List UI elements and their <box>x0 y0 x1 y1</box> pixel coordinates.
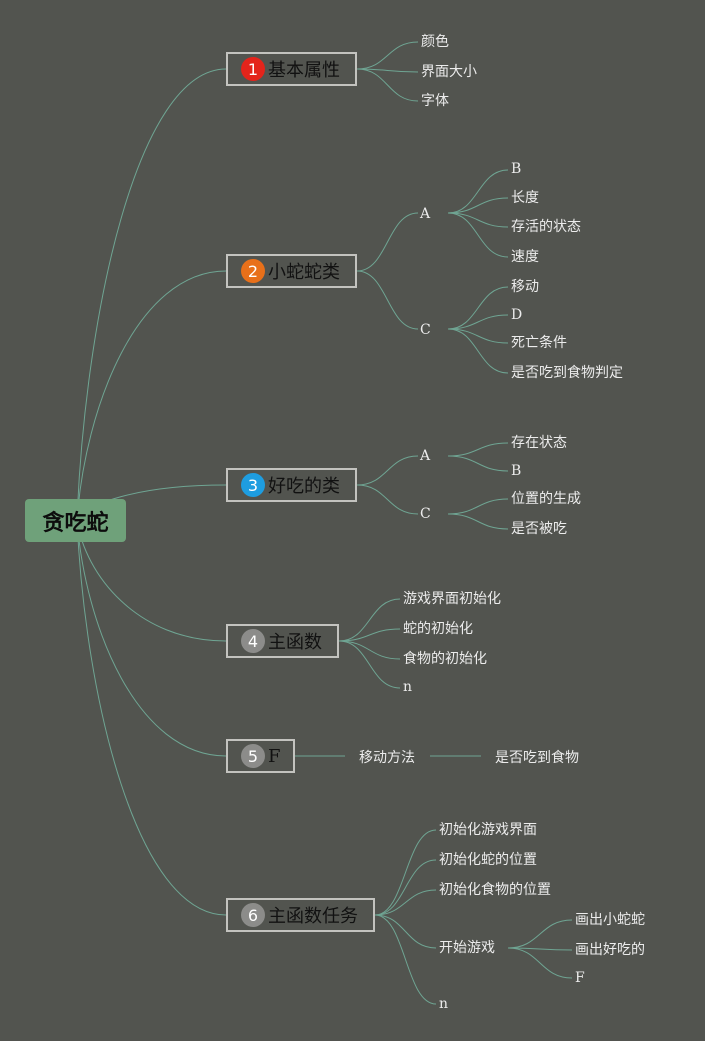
leaf-alive-state[interactable]: 存活的状态 <box>511 219 581 235</box>
leaf-init-snake[interactable]: 蛇的初始化 <box>403 621 473 637</box>
branch-node-food-class[interactable]: 3 好吃的类 <box>226 468 357 502</box>
connector-curve <box>356 68 419 73</box>
connector-curve <box>338 628 401 642</box>
branch-label: 小蛇蛇类 <box>268 262 340 283</box>
leaf-init-food[interactable]: 食物的初始化 <box>403 651 487 667</box>
leaf-position-generate[interactable]: 位置的生成 <box>511 491 581 507</box>
leaf-draw-food[interactable]: 画出好吃的 <box>575 942 645 958</box>
group-label-start-game[interactable]: 开始游戏 <box>439 940 495 956</box>
leaf-eat-food-check[interactable]: 是否吃到食物判定 <box>511 365 623 381</box>
connector-curve <box>76 270 227 521</box>
connector-curve <box>76 519 227 757</box>
branch-node-basic-properties[interactable]: 1 基本属性 <box>226 52 357 86</box>
connector-curve <box>374 829 437 916</box>
connector-curve <box>76 68 227 521</box>
branch-label: 主函数任务 <box>268 906 358 927</box>
connector-curve <box>447 286 509 330</box>
branch-node-main-function[interactable]: 4 主函数 <box>226 624 339 658</box>
group-label-a[interactable]: A <box>420 206 431 222</box>
group-label-a[interactable]: A <box>420 448 431 464</box>
number-badge-icon: 3 <box>241 473 265 497</box>
connector-curve <box>374 889 437 916</box>
leaf-init-snake-position[interactable]: 初始化蛇的位置 <box>439 852 537 868</box>
leaf-b[interactable]: B <box>511 463 522 479</box>
branch-node-main-tasks[interactable]: 6 主函数任务 <box>226 898 375 932</box>
leaf-draw-snake[interactable]: 画出小蛇蛇 <box>575 912 645 928</box>
connector-curve <box>338 640 401 660</box>
root-node[interactable]: 贪吃蛇 <box>25 499 126 542</box>
connector-curve <box>447 498 509 515</box>
branch-label: 好吃的类 <box>268 476 340 497</box>
group-label-c[interactable]: C <box>420 506 431 522</box>
connector-curve <box>356 455 419 486</box>
connector-curve <box>374 914 437 1005</box>
connector-curve <box>356 484 419 515</box>
branch-label: F <box>268 745 281 767</box>
group-label-c[interactable]: C <box>420 322 431 338</box>
leaf-screen-size[interactable]: 界面大小 <box>421 64 477 80</box>
leaf-is-eaten[interactable]: 是否被吃 <box>511 521 567 537</box>
connector-curve <box>447 513 509 530</box>
connector-curve <box>447 328 509 374</box>
connector-curve <box>356 41 419 70</box>
leaf-b[interactable]: B <box>511 161 522 177</box>
branch-node-snake-class[interactable]: 2 小蛇蛇类 <box>226 254 357 288</box>
number-badge-icon: 6 <box>241 903 265 927</box>
leaf-init-food-position[interactable]: 初始化食物的位置 <box>439 882 551 898</box>
connector-curve <box>374 859 437 916</box>
connector-curve <box>507 947 573 951</box>
connector-curve <box>374 914 437 949</box>
leaf-f[interactable]: F <box>575 970 585 986</box>
leaf-n[interactable]: n <box>439 996 449 1012</box>
leaf-move[interactable]: 移动 <box>511 279 539 295</box>
connector-curve <box>447 197 509 214</box>
leaf-speed[interactable]: 速度 <box>511 249 539 265</box>
leaf-move-method[interactable]: 移动方法 <box>359 750 415 766</box>
connector-curve <box>338 640 401 689</box>
connector-curve <box>356 270 419 330</box>
connector-curve <box>447 212 509 228</box>
leaf-font[interactable]: 字体 <box>421 93 449 109</box>
number-badge-icon: 2 <box>241 259 265 283</box>
number-badge-icon: 4 <box>241 629 265 653</box>
connector-curve <box>447 442 509 457</box>
connector-curve <box>507 919 573 949</box>
leaf-init-game-screen[interactable]: 游戏界面初始化 <box>403 591 501 607</box>
connector-curve <box>356 68 419 102</box>
connector-curve <box>447 212 509 258</box>
leaf-exist-state[interactable]: 存在状态 <box>511 435 567 451</box>
leaf-death-condition[interactable]: 死亡条件 <box>511 335 567 351</box>
connector-curve <box>356 212 419 272</box>
branch-node-f[interactable]: 5 F <box>226 739 295 773</box>
connector-curve <box>447 455 509 472</box>
leaf-length[interactable]: 长度 <box>511 190 539 206</box>
root-label: 贪吃蛇 <box>42 510 109 536</box>
number-badge-icon: 5 <box>241 744 265 768</box>
leaf-color[interactable]: 颜色 <box>421 34 449 50</box>
connector-curve <box>447 314 509 330</box>
leaf-n[interactable]: n <box>403 679 413 695</box>
branch-label: 主函数 <box>268 632 322 653</box>
connector-curve <box>76 519 227 916</box>
leaf-init-game-ui[interactable]: 初始化游戏界面 <box>439 822 537 838</box>
connector-curve <box>338 598 401 642</box>
branch-label: 基本属性 <box>268 60 340 81</box>
connector-curve <box>507 947 573 979</box>
connector-curve <box>447 328 509 344</box>
number-badge-icon: 1 <box>241 57 265 81</box>
connector-curve <box>447 169 509 214</box>
leaf-eat-food[interactable]: 是否吃到食物 <box>495 750 579 766</box>
leaf-d[interactable]: D <box>511 307 523 323</box>
